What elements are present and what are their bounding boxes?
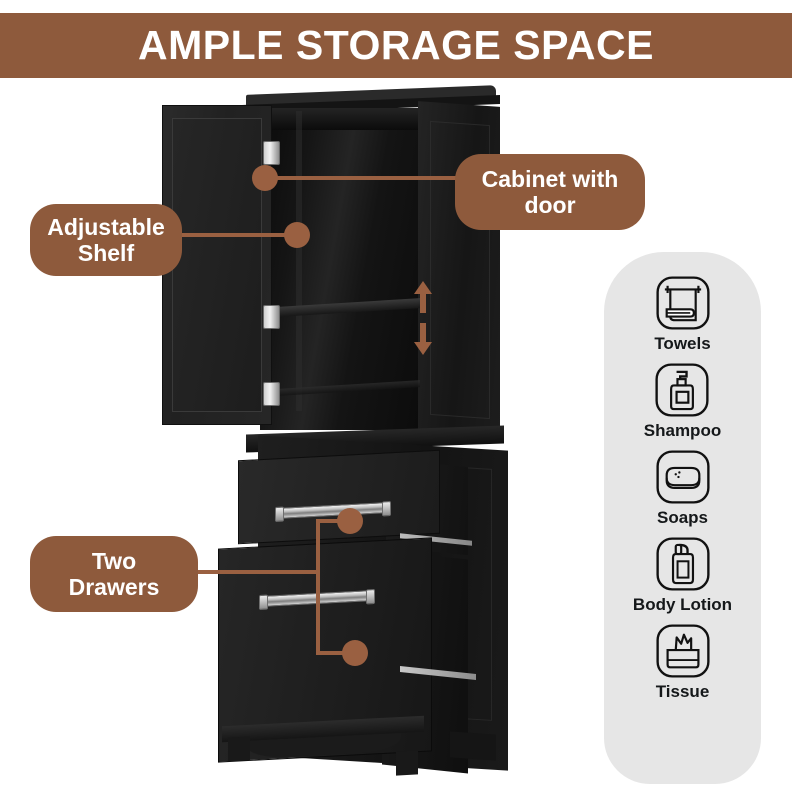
upper-drawer (238, 449, 440, 545)
connector-line-cabinet-door (264, 176, 462, 180)
connector-dot-adjustable-shelf (284, 222, 310, 248)
arrow-down-icon (414, 323, 432, 355)
connector-dot-upper-drawer (337, 508, 363, 534)
cabinet-foot-left (228, 736, 250, 762)
product-image (150, 85, 510, 785)
cabinet-foot-right (396, 750, 418, 776)
icon-entry-tissue: Tissue (654, 622, 712, 702)
upper-cabinet-back-seam (296, 111, 302, 411)
cabinet-door (162, 105, 272, 425)
callout-cabinet-with-door-line2: door (524, 192, 576, 218)
soaps-icon (655, 450, 710, 504)
connector-dot-lower-drawer (342, 640, 368, 666)
upper-cabinet-top-shadow (260, 108, 420, 130)
icon-label-towels: Towels (654, 334, 711, 353)
connector-line-two-drawers-c (316, 519, 346, 523)
cabinet-door-panel-inset (172, 118, 262, 412)
upper-cabinet-interior (260, 108, 420, 430)
connector-line-two-drawers-d (316, 570, 320, 654)
icon-entry-soaps: Soaps (654, 448, 712, 528)
icon-entry-body-lotion: Body Lotion (633, 535, 732, 615)
shampoo-icon (655, 363, 710, 417)
arrow-up-icon (414, 281, 432, 313)
towels-icon (655, 276, 710, 330)
header-banner: AMPLE STORAGE SPACE (0, 13, 792, 78)
icon-label-tissue: Tissue (655, 682, 710, 701)
connector-line-two-drawers-e (316, 651, 350, 655)
callout-cabinet-with-door-line1: Cabinet with (481, 165, 619, 192)
connector-line-two-drawers-b (316, 520, 320, 574)
icon-label-body-lotion: Body Lotion (632, 595, 733, 614)
callout-adjustable-shelf-line1: Adjustable (47, 213, 165, 240)
connector-dot-cabinet-door (252, 165, 278, 191)
icon-label-soaps: Soaps (656, 508, 709, 527)
callout-cabinet-with-door: Cabinet with door (455, 154, 645, 230)
cabinet-foot-back (450, 731, 496, 761)
callout-adjustable-shelf: Adjustable Shelf (30, 204, 182, 276)
icon-label-shampoo: Shampoo (643, 421, 722, 440)
body-lotion-icon (655, 537, 710, 591)
callout-two-drawers-line2: Drawers (68, 574, 160, 600)
icon-entry-towels: Towels (654, 274, 712, 354)
tissue-icon (655, 624, 710, 678)
door-hinge-icon (263, 141, 280, 165)
connector-line-adjustable-shelf (170, 233, 300, 237)
storage-uses-panel: Towels Shampoo Soaps Body (604, 252, 761, 784)
callout-two-drawers-line1: Two (91, 547, 137, 574)
icon-entry-shampoo: Shampoo (644, 361, 721, 441)
connector-line-two-drawers-a (190, 570, 320, 574)
callout-adjustable-shelf-line2: Shelf (77, 240, 135, 266)
callout-two-drawers: Two Drawers (30, 536, 198, 612)
page-title: AMPLE STORAGE SPACE (138, 22, 654, 68)
door-hinge-icon (263, 382, 280, 406)
door-hinge-icon (263, 305, 280, 329)
